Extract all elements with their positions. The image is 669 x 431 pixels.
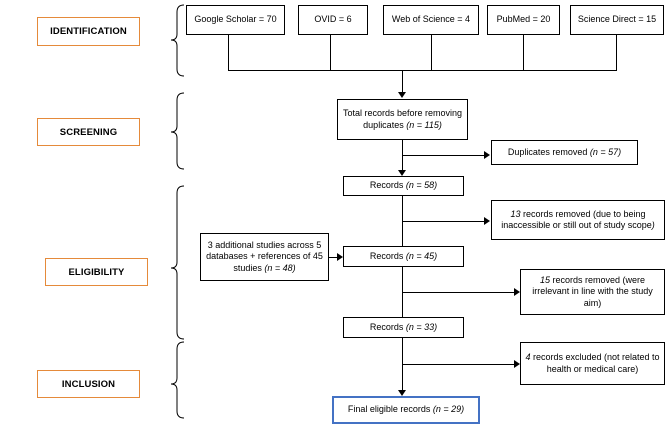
connector [330,35,331,70]
stage-screening: SCREENING [37,118,140,146]
connector [402,70,403,92]
records-33-box: Records (n = 33) [343,317,464,338]
arrow-right [514,360,520,368]
connector [228,70,617,71]
additional-studies-box: 3 additional studies across 5 databases … [200,233,329,281]
database-google-scholar: Google Scholar = 70 [186,5,285,35]
stage-inclusion: INCLUSION [37,370,140,398]
records-58-box: Records (n = 58) [343,176,464,196]
total-records-box: Total records before removing duplicates… [337,99,468,140]
database-web-of-science: Web of Science = 4 [383,5,479,35]
records-45-box: Records (n = 45) [343,246,464,267]
arrow-right [337,253,343,261]
arrow-down [398,170,406,176]
connector [402,155,484,156]
connector [228,35,229,70]
arrow-right [514,288,520,296]
connector [616,35,617,70]
stage-eligibility: ELIGIBILITY [45,258,148,286]
connector [329,257,337,258]
connector [402,364,514,365]
connector [402,221,484,222]
connector [523,35,524,70]
arrow-right [484,151,490,159]
database-pubmed: PubMed = 20 [487,5,560,35]
database-science-direct: Science Direct = 15 [570,5,664,35]
connector [431,35,432,70]
stage-identification: IDENTIFICATION [37,17,140,46]
removed-15-box: 15 records removed (were irrelevant in l… [520,269,665,315]
arrow-down [398,390,406,396]
final-eligible-records-box: Final eligible records (n = 29) [332,396,480,424]
duplicates-removed-box: Duplicates removed (n = 57) [491,140,638,165]
connector [402,292,514,293]
brace-screening [170,92,185,170]
brace-identification [170,4,185,77]
arrow-right [484,217,490,225]
stage-screening-label: SCREENING [59,126,118,138]
database-ovid: OVID = 6 [298,5,368,35]
brace-eligibility [170,185,185,340]
brace-inclusion [170,341,185,419]
stage-eligibility-label: ELIGIBILITY [68,266,125,278]
removed-13-box: 13 records removed (due to being inacces… [491,200,665,240]
stage-inclusion-label: INCLUSION [61,378,116,390]
arrow-down [398,92,406,98]
stage-identification-label: IDENTIFICATION [50,26,127,37]
excluded-4-box: 4 records excluded (not related to healt… [520,342,665,385]
